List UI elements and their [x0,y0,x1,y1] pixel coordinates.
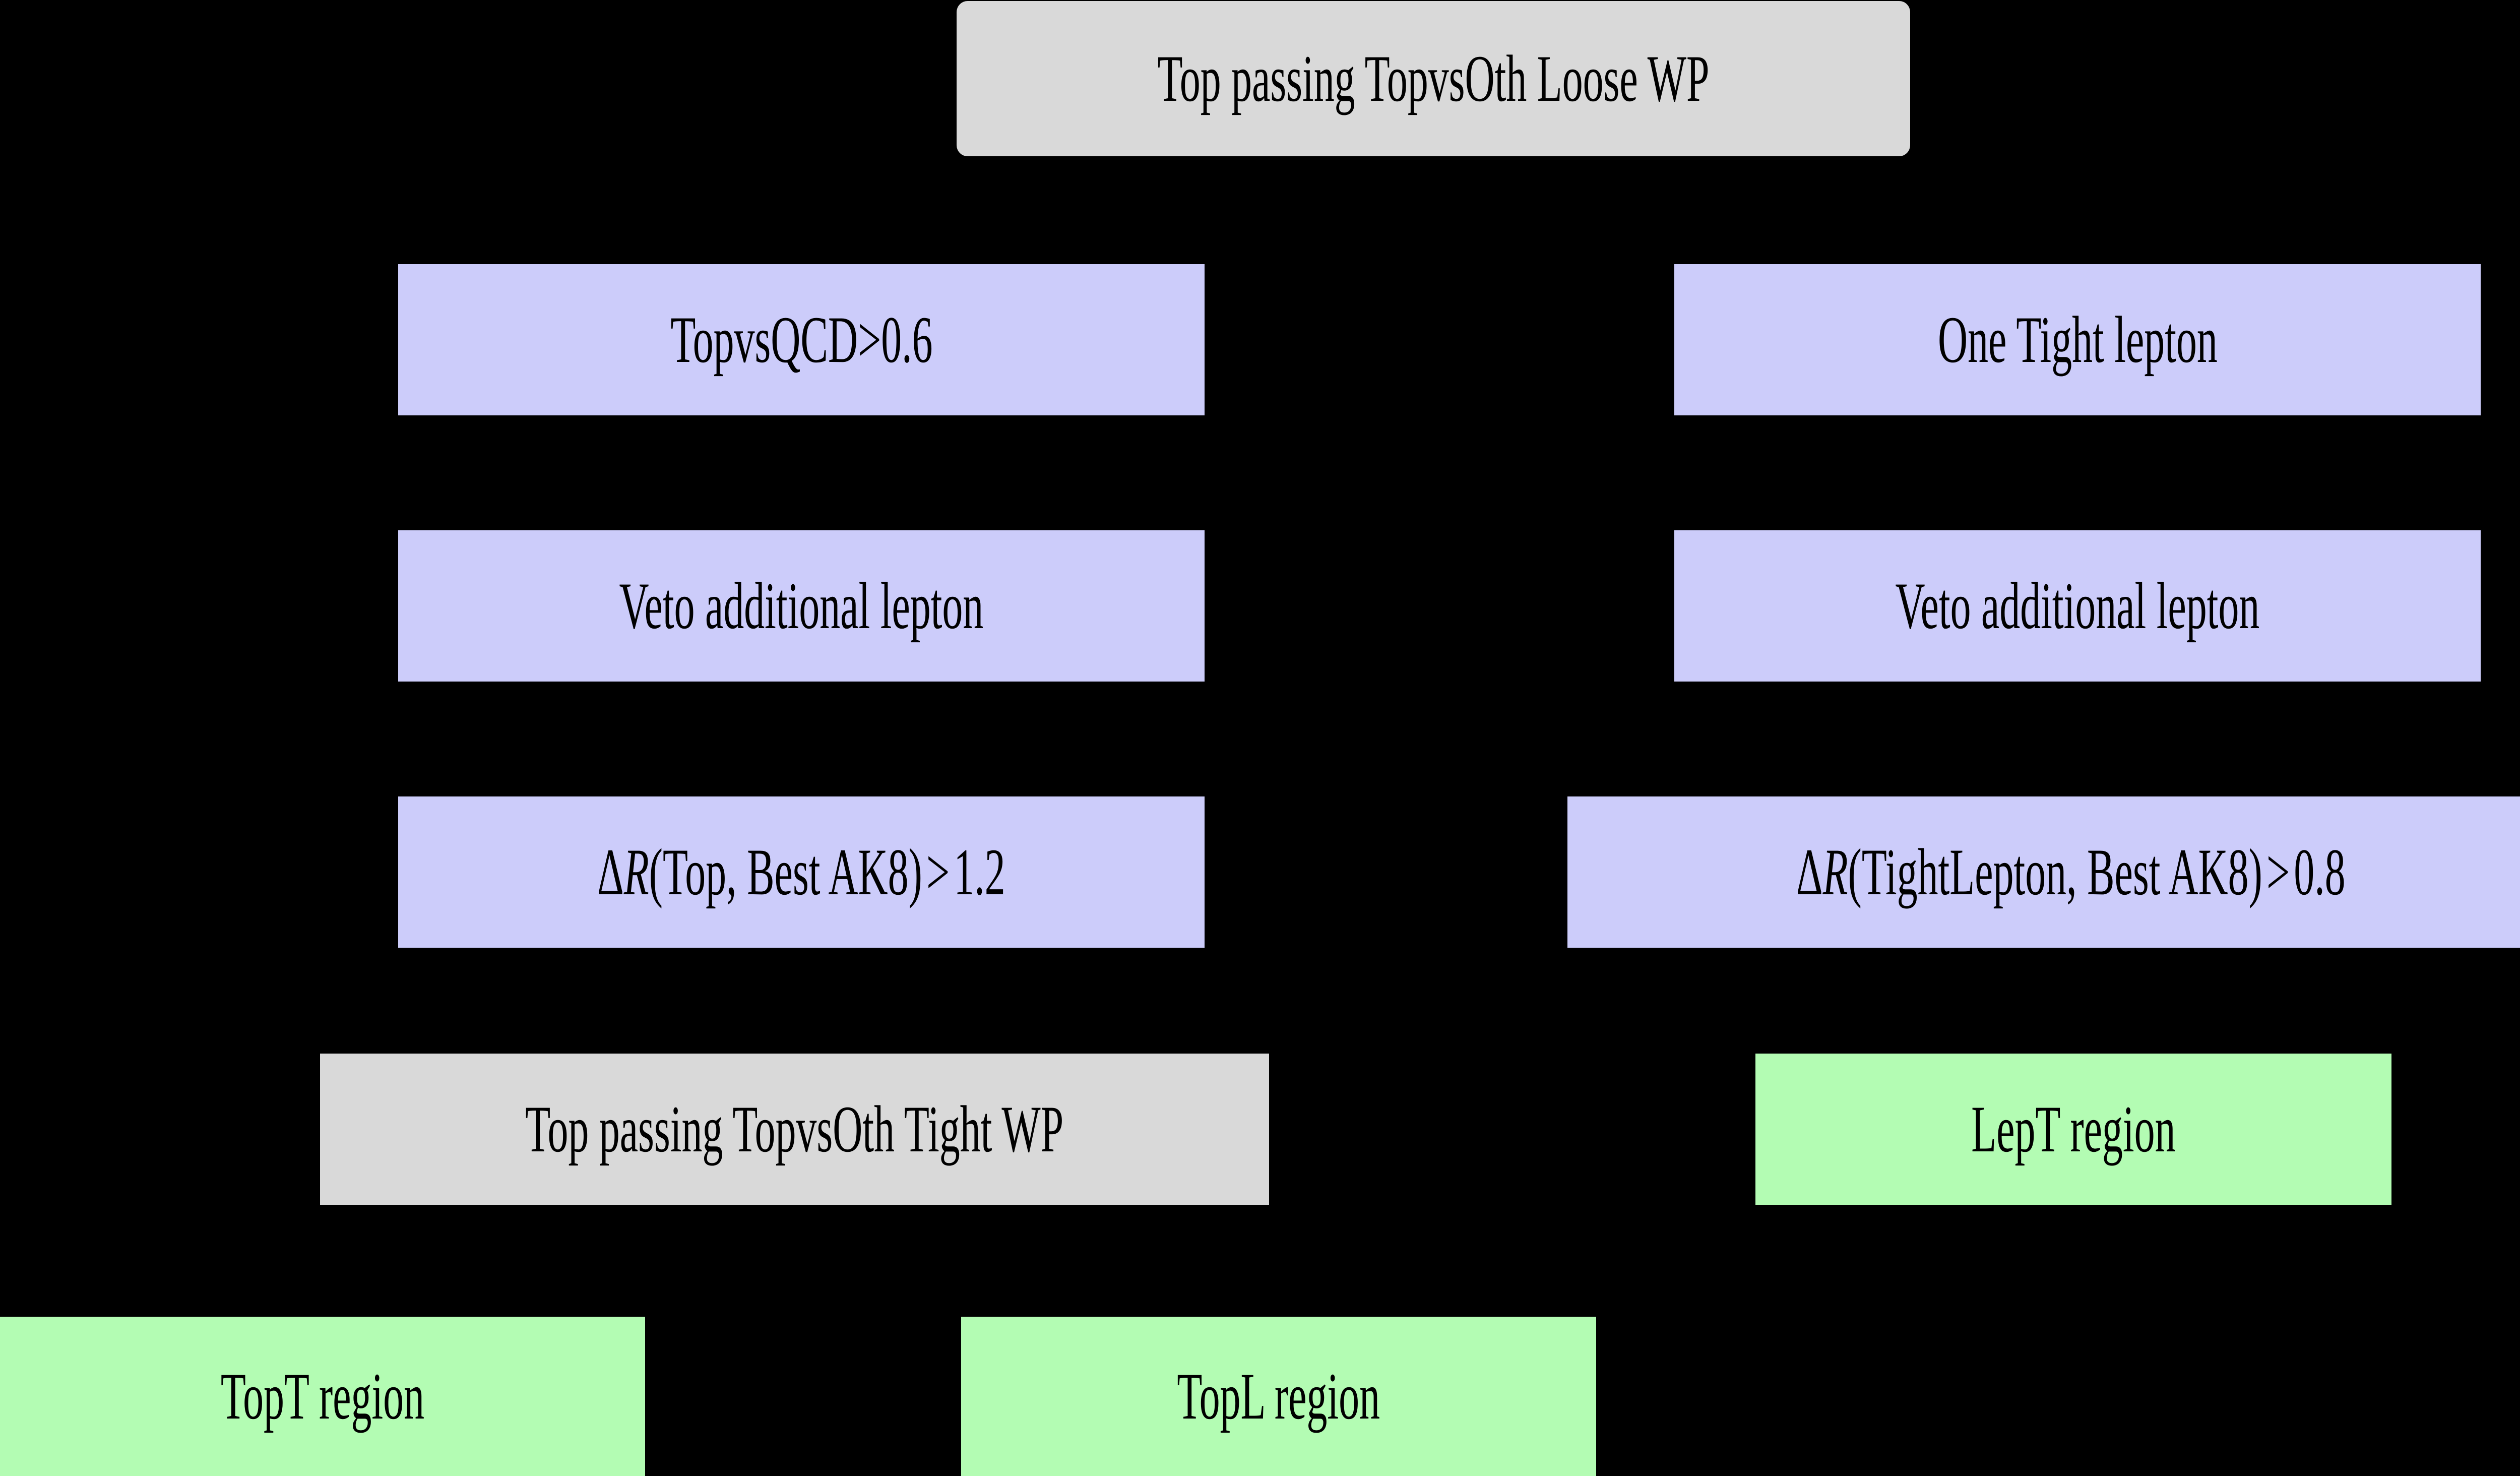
node-topvsqcd-cut[interactable]: TopvsQCD>0.6 [398,264,1205,415]
delta-symbol: Δ [1796,834,1823,909]
node-label: Veto additional lepton [619,568,984,643]
node-label: Top passing TopvsOth Loose WP [1157,41,1710,115]
node-root-top-passing-topvsoth-loose-wp[interactable]: Top passing TopvsOth Loose WP [957,1,1910,156]
math-variable: R [1822,834,1848,909]
math-args: (TightLepton, Best AK8) [1848,834,2263,909]
node-label: One Tight lepton [1937,302,2218,377]
node-label: TopT region [220,1359,425,1433]
delta-symbol: Δ [597,834,624,909]
node-label-math: ΔR(TightLepton, Best AK8)>0.8 [1796,837,2346,907]
node-label: Top passing TopvsOth Tight WP [525,1091,1064,1166]
node-topl-region[interactable]: TopL region [961,1317,1596,1476]
node-one-tight-lepton[interactable]: One Tight lepton [1674,264,2481,415]
math-args: (Top, Best AK8) [649,834,922,909]
node-label: TopL region [1177,1359,1380,1433]
node-topt-region[interactable]: TopT region [0,1317,645,1476]
node-veto-additional-lepton-right[interactable]: Veto additional lepton [1674,530,2481,682]
node-delta-r-tightlepton-best-ak8[interactable]: ΔR(TightLepton, Best AK8)>0.8 [1567,796,2520,948]
node-label: LepT region [1971,1091,2176,1166]
node-delta-r-top-best-ak8[interactable]: ΔR(Top, Best AK8)>1.2 [398,796,1205,948]
node-label: Veto additional lepton [1895,568,2260,643]
node-veto-additional-lepton-left[interactable]: Veto additional lepton [398,530,1205,682]
math-operator: > [926,834,950,909]
node-label-math: ΔR(Top, Best AK8)>1.2 [597,837,1005,907]
math-operator: > [2266,834,2290,909]
node-top-passing-topvsoth-tight-wp[interactable]: Top passing TopvsOth Tight WP [320,1054,1269,1205]
node-label: TopvsQCD>0.6 [670,302,933,377]
math-value: 0.8 [2294,834,2346,909]
node-lept-region[interactable]: LepT region [1755,1054,2391,1205]
math-value: 1.2 [954,834,1005,909]
math-variable: R [623,834,649,909]
